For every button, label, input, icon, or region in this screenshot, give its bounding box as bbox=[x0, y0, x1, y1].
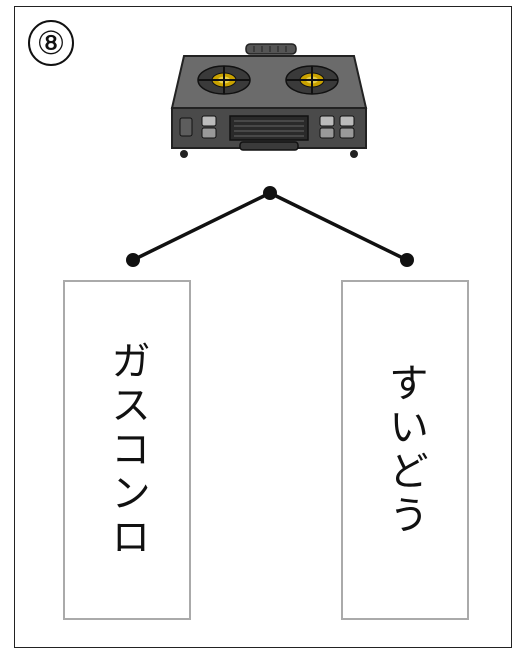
top-dot bbox=[263, 186, 277, 200]
answer-label-right: すいどう bbox=[382, 362, 428, 538]
answer-card-left[interactable]: ガスコンロ bbox=[63, 280, 191, 620]
answer-card-right[interactable]: すいどう bbox=[341, 280, 469, 620]
gas-stove-icon bbox=[170, 43, 368, 158]
question-number: ⑧ bbox=[28, 20, 74, 66]
right-dot bbox=[400, 253, 414, 267]
left-dot bbox=[126, 253, 140, 267]
answer-label-left: ガスコンロ bbox=[104, 340, 150, 560]
